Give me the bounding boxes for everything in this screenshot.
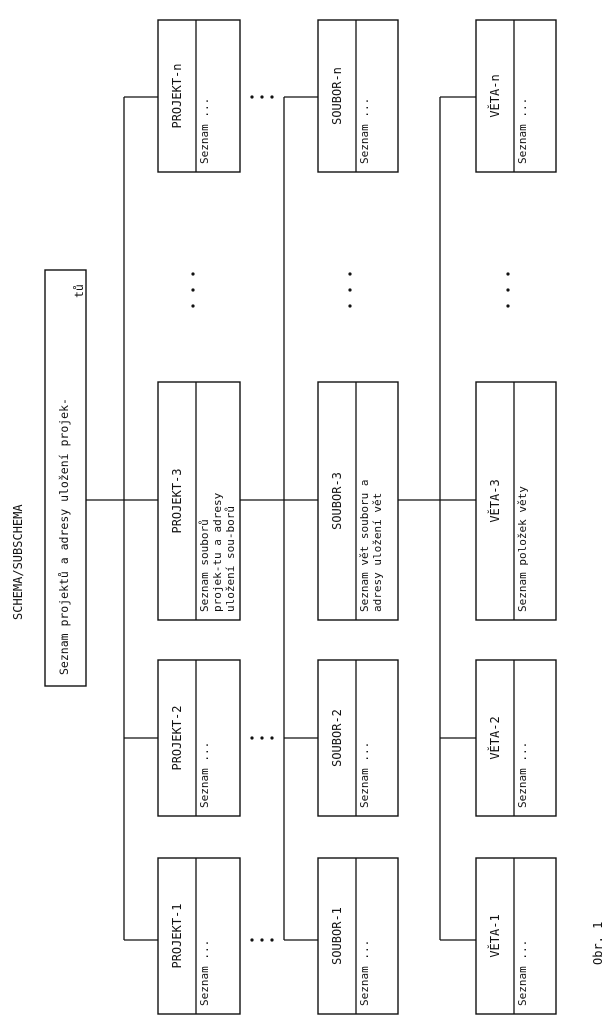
node-title: SOUBOR-2 <box>330 709 344 767</box>
node-vety-4: VĚTA-nSeznam ... <box>475 19 557 173</box>
node-title: VĚTA-3 <box>487 479 502 522</box>
node-title: VĚTA-2 <box>487 716 502 759</box>
root-text-line-1: Seznam projektů a adresy uložení projek- <box>57 398 71 675</box>
dots-projekt-gap <box>191 272 195 308</box>
dots-veta-gap <box>506 272 510 308</box>
figure-label: Obr. 1 <box>591 922 605 965</box>
node-body: Seznam ... <box>516 940 529 1006</box>
node-body-line-2: projek-tu a adresy <box>211 492 224 612</box>
dots-projekt-2 <box>250 736 274 740</box>
node-projekty-1: PROJEKT-1Seznam ... <box>157 857 241 1015</box>
dots-projekt-1 <box>250 938 274 942</box>
node-body-line-1: Seznam souborů <box>198 519 211 612</box>
node-body: Seznam ... <box>358 940 371 1006</box>
node-title: PROJEKT-1 <box>170 903 184 968</box>
node-title: SOUBOR-1 <box>330 907 344 965</box>
node-body: Seznam ... <box>198 742 211 808</box>
node-projekty-2: PROJEKT-2Seznam ... <box>157 659 241 817</box>
node-title: PROJEKT-3 <box>170 468 184 533</box>
node-body: Seznam ... <box>358 742 371 808</box>
node-body: Seznam ... <box>358 98 371 164</box>
node-vety-1: VĚTA-1Seznam ... <box>475 857 557 1015</box>
node-title: VĚTA-n <box>487 74 502 117</box>
node-body: Seznam položek věty <box>516 486 529 612</box>
node-soubory-1: SOUBOR-1Seznam ... <box>317 857 399 1015</box>
node-body: Seznam ... <box>516 98 529 164</box>
root-text-line-2: tů <box>72 284 86 298</box>
dots-projekt-n <box>250 95 274 99</box>
node-title: VĚTA-1 <box>487 914 502 957</box>
node-body-line-1: Seznam vět souboru a <box>358 480 371 612</box>
node-soubory-2: SOUBOR-2Seznam ... <box>317 659 399 817</box>
node-body: Seznam ... <box>198 98 211 164</box>
node-title: PROJEKT-2 <box>170 705 184 770</box>
node-soubory-4: SOUBOR-nSeznam ... <box>317 19 399 173</box>
node-body: Seznam ... <box>516 742 529 808</box>
node-title: SOUBOR-3 <box>330 472 344 530</box>
dots-soubor-gap <box>348 272 352 308</box>
root-box: Seznam projektů a adresy uložení projek-… <box>44 269 87 687</box>
node-vety-3: VĚTA-3 Seznam položek věty <box>475 381 557 621</box>
ellipsis-dots <box>191 95 510 942</box>
heading: SCHEMA/SUBSCHEMA <box>11 504 25 620</box>
node-body-line-3: uložení sou-borů <box>224 506 237 612</box>
node-title: PROJEKT-n <box>170 63 184 128</box>
connector-lines <box>86 96 476 941</box>
node-vety-2: VĚTA-2Seznam ... <box>475 659 557 817</box>
node-projekty-4: PROJEKT-nSeznam ... <box>157 19 241 173</box>
node-body: Seznam ... <box>198 940 211 1006</box>
node-title: SOUBOR-n <box>330 67 344 125</box>
node-body-line-2: adresy uložení vět <box>371 493 384 612</box>
